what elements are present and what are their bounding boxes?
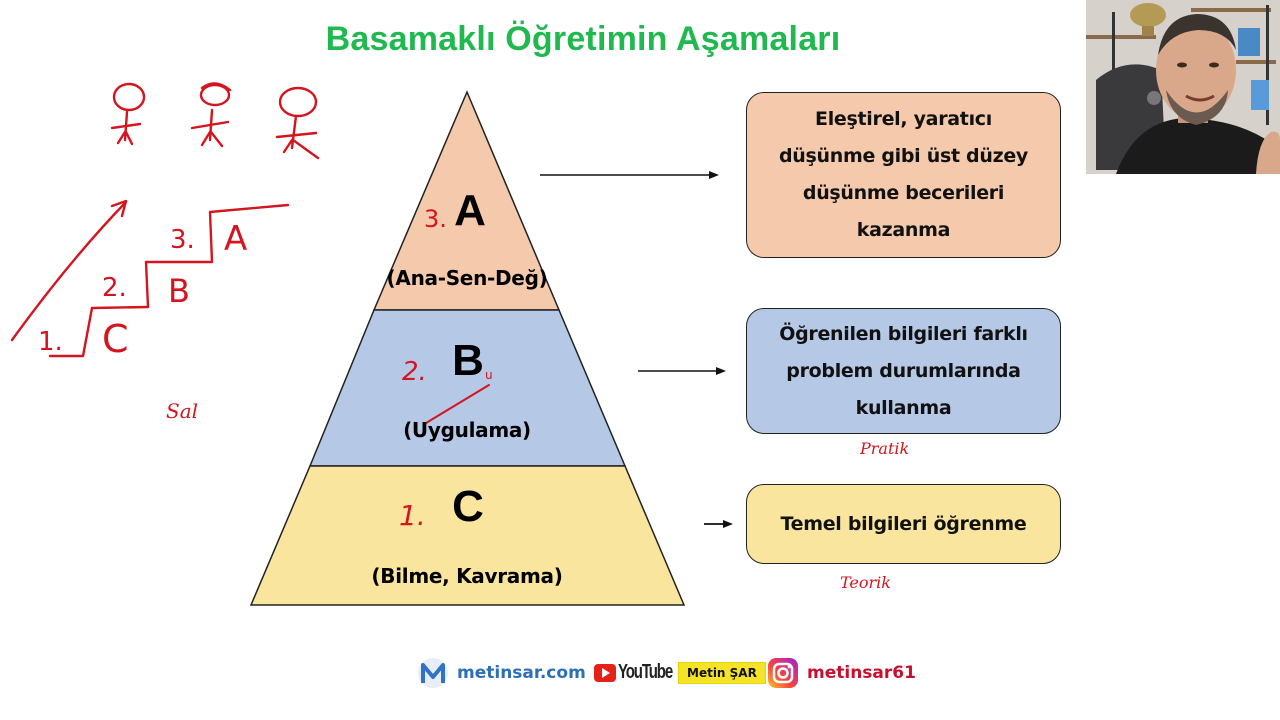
pyramid-a-letter: A [454,186,486,235]
pyramid-c-label: (Bilme, Kavrama) [371,564,563,588]
pyramid-step-2: 2. [402,357,427,387]
instagram-handle: metinsar61 [807,663,916,683]
box-a-line: düşünme gibi üst düzey [778,145,1029,167]
box-b-line: problem durumlarında [786,359,1021,382]
slide-title: Basamaklı Öğretimin Aşamaları [325,20,841,58]
arrow-c [704,520,733,528]
arrow-b [638,367,726,375]
youtube-play-icon [594,663,616,682]
pyramid-level-c [249,465,686,606]
pyramid-b-subscript: u [485,368,493,382]
pyramid-b-letter: B [452,336,484,385]
box-b-line: Öğrenilen bilgileri farklı [779,322,1028,345]
website-link[interactable]: metinsar.com [417,657,586,689]
metinsar-logo-icon [418,658,448,688]
stair-letter-a: A [224,219,247,259]
pyramid-level-b [308,309,627,467]
box-b-line: kullanma [855,396,952,419]
pyramid-b-strike-line [425,384,490,424]
handwritten-note-sal: Sal [166,399,198,423]
stick-figure-1 [110,82,146,146]
box-b-annotation: Pratik [859,439,909,458]
youtube-channel-badge: Metin ŞAR [678,661,766,684]
handwritten-stairs [48,203,290,358]
stair-letter-c: C [102,317,129,361]
stair-step-2: 2. [102,273,127,303]
arrow-a [540,171,719,179]
footer-social-links: metinsar.com YouTube Metin ŞAR metin [0,655,1280,695]
box-a-line: Eleştirel, yaratıcı [815,108,992,130]
pyramid-step-3: 3. [424,205,447,233]
website-text: metinsar.com [457,663,586,683]
youtube-link[interactable]: YouTube Metin ŞAR [594,661,766,684]
box-a-line: düşünme becerileri [802,182,1005,204]
instagram-link[interactable]: metinsar61 [767,657,916,689]
box-a-line: kazanma [856,219,951,241]
pyramid-step-1: 1. [399,499,426,532]
instagram-icon [768,658,798,688]
pyramid-c-letter: C [452,482,484,531]
presenter-webcam [1086,0,1280,174]
box-c-annotation: Teorik [840,573,891,592]
stick-figure-2 [190,82,232,148]
stair-step-1: 1. [38,327,63,357]
box-c-line: Temel bilgileri öğrenme [780,512,1027,535]
handwritten-up-arrow [10,199,128,342]
description-box-c: Temel bilgileri öğrenme [746,484,1061,564]
pyramid-b-label: (Uygulama) [403,418,531,442]
stick-figure-3 [275,86,320,160]
description-box-a: Eleştirel, yaratıcı düşünme gibi üst düz… [746,92,1061,258]
pyramid-a-label: (Ana-Sen-Değ) [386,266,548,290]
description-box-b: Öğrenilen bilgileri farklı problem durum… [746,308,1061,434]
stair-step-3: 3. [170,225,195,255]
youtube-wordmark: YouTube [618,661,673,683]
stair-letter-b: B [168,272,190,310]
